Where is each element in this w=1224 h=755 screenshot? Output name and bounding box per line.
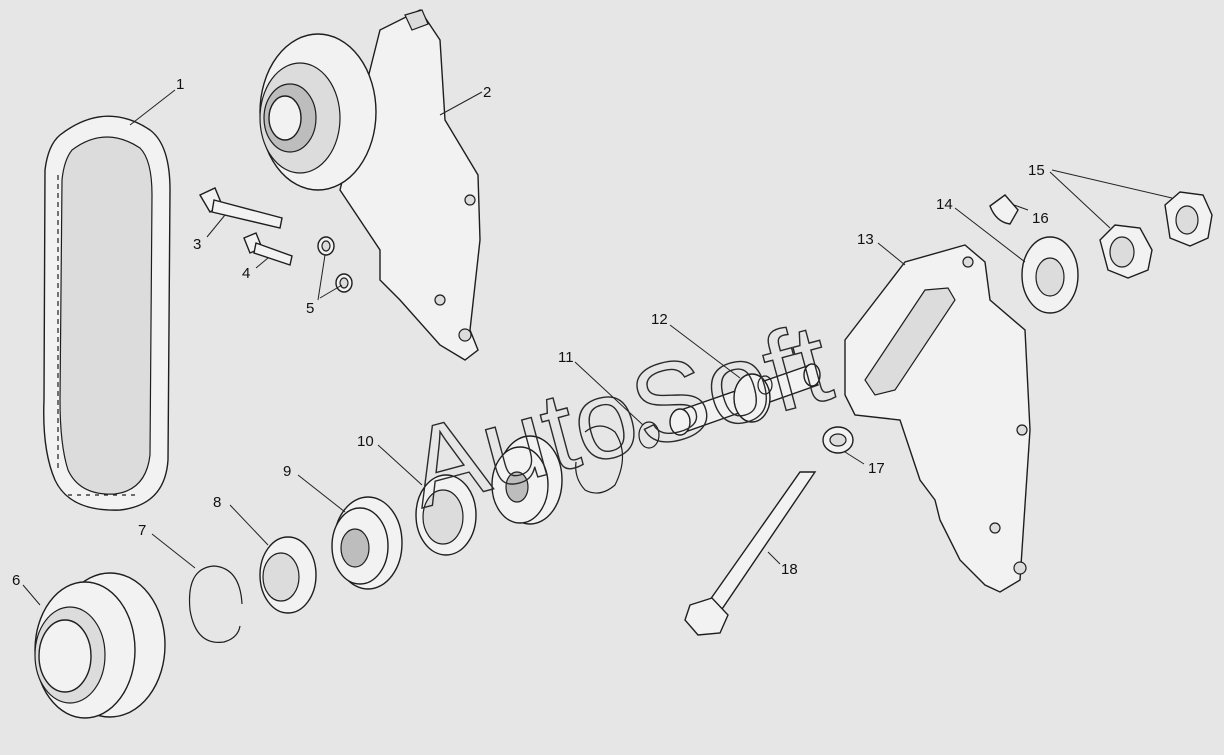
part-9-bearing: [331, 496, 403, 590]
part-13-bracket: [844, 244, 1031, 593]
callout-14: 14: [936, 196, 953, 213]
part-6-pulley: [34, 572, 166, 719]
callout-1: 1: [176, 76, 184, 93]
part-4-bolt: [243, 232, 293, 266]
part-12-shaft: [669, 363, 821, 436]
leader-lines: [22, 89, 1173, 606]
callout-3: 3: [193, 236, 201, 253]
part-16-clip: [989, 194, 1019, 225]
callout-12: 12: [651, 311, 668, 328]
part-18-long-bolt: [684, 471, 817, 636]
callout-11: 11: [558, 349, 574, 366]
part-15-nuts: [1099, 191, 1213, 279]
part-7-circlip: [188, 565, 243, 643]
callout-4: 4: [242, 265, 250, 282]
part-1-timing-belt: [43, 115, 171, 511]
part-11-bearing: [491, 435, 563, 525]
callout-18: 18: [781, 561, 798, 578]
callout-9: 9: [283, 463, 291, 480]
callout-13: 13: [857, 231, 874, 248]
callout-15: 15: [1028, 162, 1045, 179]
part-11-o-ring: [638, 421, 660, 449]
part-3-bolt: [199, 187, 283, 229]
part-8-sleeve: [259, 536, 317, 614]
callout-16: 16: [1032, 210, 1049, 227]
part-11-circlip: [575, 425, 624, 494]
part-10-ring: [415, 474, 477, 556]
part-2-tensioner-assembly: [259, 9, 481, 361]
part-5-washers: [317, 236, 353, 293]
callout-8: 8: [213, 494, 221, 511]
callout-5: 5: [306, 300, 314, 317]
callout-6: 6: [12, 572, 20, 589]
callout-17: 17: [868, 460, 885, 477]
part-17-washer: [822, 426, 854, 454]
callout-7: 7: [138, 522, 146, 539]
callout-labels: 1 2 3 4 5 6 7 8 9 10 11 12 13 14 15 16 1…: [12, 76, 1049, 589]
part-14-washer: [1021, 236, 1079, 314]
callout-2: 2: [483, 84, 491, 101]
callout-10: 10: [357, 433, 374, 450]
